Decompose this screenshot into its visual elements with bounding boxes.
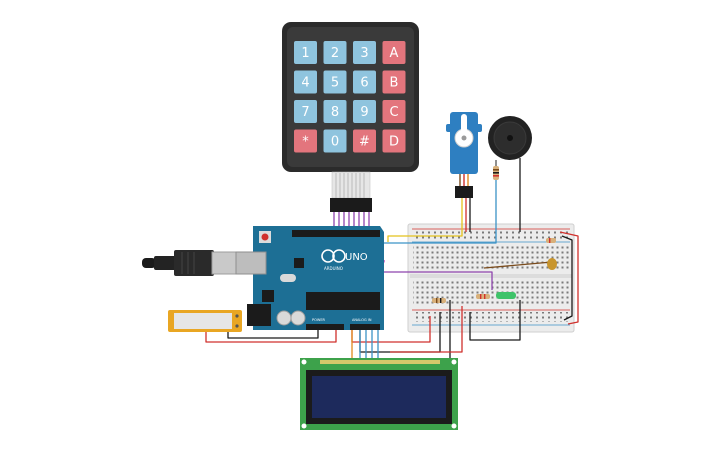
keypad-key-label: 5: [331, 76, 339, 91]
arduino-analog-label: ANALOG IN: [352, 318, 372, 322]
wire-brown: [483, 261, 553, 269]
keypad-key[interactable]: [294, 41, 317, 64]
keypad-key-label: 4: [301, 76, 309, 91]
wire-sensor-black: [227, 330, 319, 339]
lcd-pin-header: [320, 360, 440, 364]
wire-lcd-red-2: [390, 306, 463, 353]
arduino-power-jack: [247, 304, 271, 326]
arduino-crystal: [280, 274, 296, 282]
keypad-key[interactable]: [353, 100, 376, 123]
keypad: 1 2 3 A 4 5 6 B 7 8 9 C * 0 # D: [282, 22, 419, 212]
resistor-breadboard-3: [476, 294, 490, 299]
buzzer: [488, 116, 532, 160]
arduino-power-header: [306, 324, 344, 330]
sensor-module-pin: [235, 314, 239, 318]
keypad-key-label: C: [389, 105, 398, 120]
wire-sensor-red: [205, 330, 337, 343]
keypad-keys: 1 2 3 A 4 5 6 B 7 8 9 C * 0 # D: [294, 41, 406, 153]
servo-horn-screw: [461, 135, 467, 141]
usb-cable-tip: [142, 258, 156, 268]
arduino-regulator: [262, 290, 274, 302]
lcd: [300, 358, 458, 430]
arduino-chip: [306, 292, 380, 310]
green-component: [496, 292, 516, 299]
keypad-key-label: B: [390, 76, 399, 91]
breadboard-center-channel: [410, 274, 572, 278]
resistor-breadboard-1: [546, 238, 556, 243]
keypad-key[interactable]: [323, 70, 347, 94]
arduino-small-chip: [294, 258, 304, 268]
arduino-digital-header: [292, 230, 380, 237]
keypad-key-label: 1: [301, 46, 309, 61]
lcd-mount-hole: [451, 423, 457, 429]
keypad-key[interactable]: [382, 100, 406, 123]
keypad-key[interactable]: [323, 100, 347, 123]
arduino-reset-cap: [261, 233, 269, 241]
keypad-key[interactable]: [353, 129, 376, 153]
keypad-key-label: 0: [331, 135, 339, 150]
keypad-ribbon-lines: [335, 173, 365, 198]
lcd-screen: [312, 376, 446, 418]
keypad-key-label: *: [302, 135, 309, 150]
wire-bottom-right: [469, 300, 521, 341]
buzzer-hole: [507, 135, 513, 141]
keypad-header-connector: [330, 198, 372, 212]
keypad-key[interactable]: [353, 41, 376, 64]
arduino-usb-port: [235, 251, 267, 275]
breadboard-bottom-rail-holes: [413, 312, 569, 322]
keypad-bezel: [287, 27, 414, 167]
keypad-key[interactable]: [382, 41, 406, 64]
servo: [446, 112, 482, 198]
wire-red-right: [559, 231, 579, 325]
arduino: UNO ARDUINO POWER ANALOG IN: [235, 226, 384, 330]
capacitor-breadboard: [547, 258, 557, 270]
sensor-module: [168, 310, 242, 332]
resistor-breadboard-2: [432, 298, 446, 303]
arduino-power-label: POWER: [312, 318, 326, 322]
keypad-key[interactable]: [294, 100, 317, 123]
keypad-key-label: A: [390, 46, 399, 61]
keypad-key-label: 7: [301, 105, 309, 120]
arduino-infinity-logo: [332, 249, 346, 263]
keypad-key-label: 8: [331, 105, 339, 120]
lcd-mount-hole: [451, 359, 457, 365]
keypad-key[interactable]: [382, 129, 406, 153]
arduino-analog-header: [350, 324, 380, 330]
arduino-capacitor: [276, 310, 292, 326]
keypad-key[interactable]: [323, 129, 347, 153]
usb-cable-wire: [154, 256, 176, 270]
servo-connector: [455, 186, 473, 198]
keypad-key[interactable]: [353, 70, 376, 94]
arduino-board: [253, 226, 384, 330]
keypad-key[interactable]: [294, 70, 317, 94]
keypad-key[interactable]: [323, 41, 347, 64]
keypad-key-label: 9: [360, 105, 368, 120]
keypad-key-label: 6: [360, 76, 368, 91]
usb-plug-metal: [211, 251, 239, 275]
arduino-model-label: UNO: [345, 252, 368, 263]
resistor-vertical: [493, 166, 499, 180]
sensor-module-pin: [235, 324, 239, 328]
keypad-key-label: 3: [360, 46, 368, 61]
arduino-brand-label: ARDUINO: [324, 266, 343, 271]
keypad-key-label: #: [359, 135, 370, 150]
sensor-module-face: [174, 313, 232, 329]
wire-servo-signal: [387, 198, 463, 242]
breadboard-top-rail-holes: [413, 230, 569, 240]
keypad-key[interactable]: [382, 70, 406, 94]
arduino-infinity-logo: [321, 249, 335, 263]
lcd-mount-hole: [301, 359, 307, 365]
usb-cable: [142, 250, 239, 276]
keypad-key-label: D: [389, 135, 399, 150]
wire-black-right: [561, 235, 573, 321]
arduino-capacitor: [290, 310, 306, 326]
keypad-key[interactable]: [294, 129, 317, 153]
lcd-mount-hole: [301, 423, 307, 429]
keypad-key-label: 2: [331, 46, 339, 61]
